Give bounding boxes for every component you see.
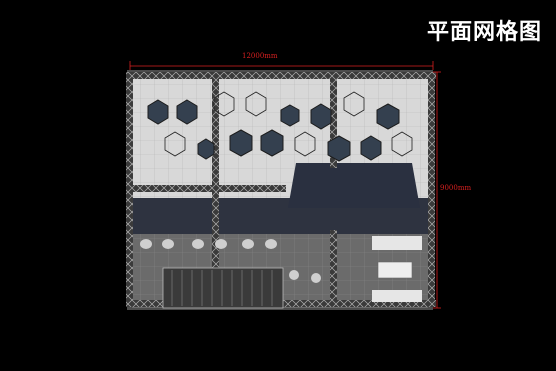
side-table-middle	[377, 261, 413, 279]
side-table-bottom	[372, 290, 422, 302]
dimension-lines	[129, 61, 441, 309]
width-dimension-label: 12000mm	[242, 52, 278, 60]
roof-block	[288, 163, 420, 208]
depth-dimension-label: 9000mm	[440, 184, 472, 192]
hexagon-outlines	[164, 91, 413, 157]
hexagon-ceiling	[147, 99, 400, 162]
page-title: 平面网格图	[426, 20, 542, 45]
side-table-top	[372, 236, 422, 250]
round-stools	[140, 239, 321, 283]
reception-counter	[162, 267, 284, 309]
